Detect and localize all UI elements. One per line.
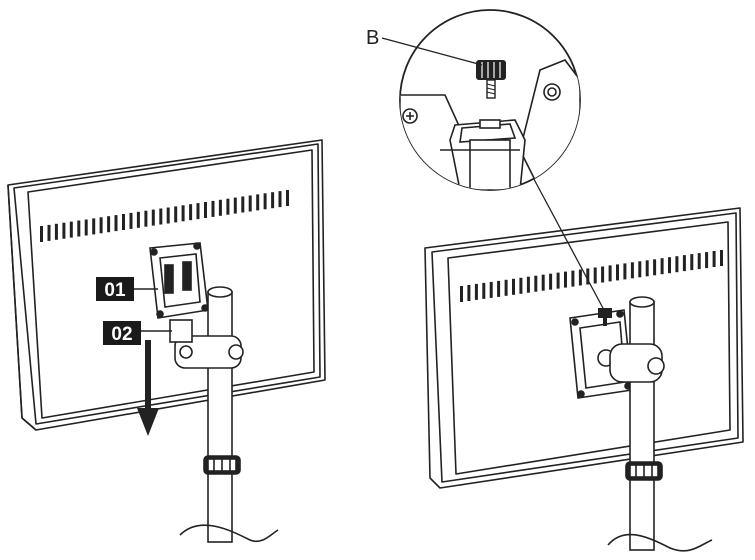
label-b-text: B: [366, 27, 379, 49]
vent-slot: [645, 260, 649, 277]
vent-slot: [226, 198, 230, 215]
vent-slot: [69, 221, 73, 238]
vent-slot: [136, 211, 140, 228]
vent-slot: [159, 208, 163, 225]
label-01: 01: [96, 277, 158, 301]
vent-slot: [189, 204, 193, 221]
vent-slot: [578, 269, 582, 286]
label-01-text: 01: [104, 280, 126, 301]
vent-slot: [114, 215, 118, 232]
vent-slot: [211, 200, 215, 217]
vent-slot: [586, 268, 590, 285]
vent-slot: [653, 259, 657, 276]
vent-slot: [712, 251, 716, 267]
vent-slot: [241, 196, 245, 213]
vent-slot: [129, 212, 133, 229]
vent-slot: [460, 286, 463, 302]
left-pole: [169, 286, 244, 543]
vent-slot: [541, 274, 545, 291]
right-pole: [609, 296, 665, 551]
vent-slot: [62, 222, 66, 239]
right-monitor-vents: [460, 250, 723, 302]
vent-slot: [720, 250, 723, 266]
vent-slot: [526, 276, 530, 293]
vent-slot: [601, 266, 605, 283]
vent-slot: [675, 256, 679, 273]
vent-slot: [593, 267, 597, 284]
vent-slot: [504, 279, 508, 296]
vent-slot: [286, 190, 289, 206]
vent-slot: [151, 209, 155, 226]
vent-slot: [690, 254, 694, 271]
vent-slot: [549, 273, 553, 290]
vent-slot: [122, 214, 125, 230]
vent-slot: [196, 203, 200, 220]
vent-slot: [519, 277, 523, 294]
vent-slot: [271, 192, 275, 209]
vent-slot: [54, 223, 58, 240]
vent-slot: [571, 270, 575, 287]
vesa-plate-left: [149, 242, 209, 319]
vent-slot: [668, 257, 671, 274]
detail-leader-line: [527, 167, 605, 311]
detail-thumb-screw-icon: [476, 60, 506, 99]
thumb-screw-icon: [598, 308, 612, 326]
label-b: B: [366, 27, 483, 66]
vent-slot: [233, 197, 237, 214]
vent-slot: [705, 252, 709, 269]
vent-slot: [630, 262, 634, 279]
detail-callout: [399, 9, 581, 191]
vent-slot: [218, 199, 222, 216]
vent-slot: [204, 202, 207, 218]
vent-slot: [99, 217, 103, 234]
arrow-down-icon: [137, 340, 159, 436]
vent-slot: [92, 218, 96, 235]
vent-slot: [564, 271, 567, 288]
vent-slot: [263, 193, 267, 210]
vent-slot: [660, 258, 664, 275]
vent-slot: [534, 275, 538, 292]
right-desk-curve: [607, 533, 713, 552]
vent-slot: [638, 261, 642, 278]
label-02: 02: [103, 321, 172, 345]
vent-slot: [512, 278, 515, 295]
vent-slot: [256, 194, 260, 211]
vent-slot: [181, 205, 185, 222]
vent-slot: [697, 253, 701, 270]
vent-slot: [482, 282, 486, 299]
vent-slot: [144, 210, 148, 227]
vent-slot: [474, 283, 478, 300]
vent-slot: [608, 265, 612, 282]
vent-slot: [682, 255, 686, 272]
vent-slot: [497, 280, 501, 297]
vent-slot: [248, 195, 252, 212]
vent-slot: [174, 206, 178, 223]
vent-slot: [77, 220, 81, 237]
vent-slot: [623, 263, 627, 280]
left-monitor-vents: [40, 190, 289, 242]
vent-slot: [556, 272, 560, 289]
vent-slot: [489, 281, 493, 298]
left-desk-curve: [179, 524, 279, 543]
vent-slot: [40, 226, 43, 242]
vent-slot: [467, 285, 471, 301]
label-02-text: 02: [111, 324, 132, 345]
vent-slot: [616, 264, 619, 281]
vent-slot: [107, 216, 111, 233]
vent-slot: [278, 191, 282, 208]
vent-slot: [47, 224, 51, 241]
vent-slot: [84, 219, 88, 236]
vent-slot: [166, 207, 170, 224]
